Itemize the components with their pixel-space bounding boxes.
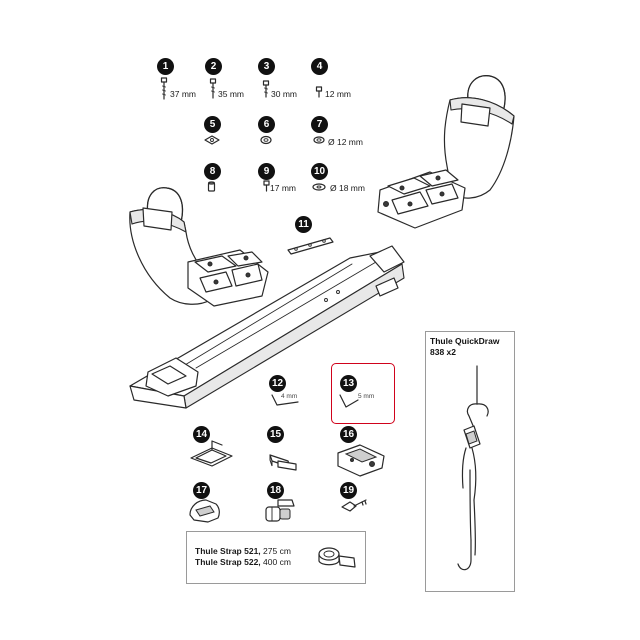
part-badge-1: 1 — [157, 58, 174, 75]
part-badge-14: 14 — [193, 426, 210, 443]
part-label-2: 35 mm — [218, 89, 244, 99]
part-label-10: Ø 18 mm — [330, 183, 365, 193]
part-badge-16: 16 — [340, 426, 357, 443]
part-label-12: 4 mm — [281, 393, 298, 400]
lock-washer-icon — [260, 135, 272, 145]
strap-521-length: 275 cm — [260, 546, 291, 556]
left-cradle-icon — [129, 187, 269, 307]
quickdraw-info-box: Thule QuickDraw 838 x2 — [425, 331, 515, 592]
end-cap-icon — [189, 499, 220, 523]
part-badge-19: 19 — [340, 482, 357, 499]
crossbar-rail-icon — [129, 245, 405, 409]
part-badge-11: 11 — [295, 216, 312, 233]
sleeve-icon — [207, 181, 216, 192]
part-badge-17: 17 — [193, 482, 210, 499]
strap-522-length: 400 cm — [260, 557, 291, 567]
lock-cylinder-icon — [265, 499, 295, 522]
right-cradle-icon — [377, 75, 515, 229]
strap-522-name: Thule Strap 522, — [195, 557, 261, 567]
strap-roll-overlay-icon — [318, 547, 356, 568]
quickdraw-title-line1: Thule QuickDraw — [430, 336, 500, 346]
strap-info-text: Thule Strap 521, 275 cm Thule Strap 522,… — [195, 546, 291, 568]
screw-12mm-icon — [315, 86, 323, 98]
strap-buckle-icon — [190, 440, 233, 467]
part-badge-7: 7 — [311, 116, 328, 133]
hex-key-4mm-icon — [271, 394, 299, 406]
quickdraw-title: Thule QuickDraw 838 x2 — [430, 336, 499, 358]
strap-521-name: Thule Strap 521, — [195, 546, 261, 556]
part-label-7: Ø 12 mm — [328, 137, 363, 147]
screw-37mm-icon — [160, 77, 168, 100]
quickdraw-hook-icon — [457, 365, 489, 571]
strap-info-box: Thule Strap 521, 275 cm Thule Strap 522,… — [186, 531, 366, 584]
part-badge-9: 9 — [258, 163, 275, 180]
bracket-icon — [269, 454, 297, 471]
part-badge-15: 15 — [267, 426, 284, 443]
part-badge-8: 8 — [204, 163, 221, 180]
part-badge-5: 5 — [204, 116, 221, 133]
screw-30mm-icon — [262, 80, 270, 98]
part-badge-18: 18 — [267, 482, 284, 499]
part-label-1: 37 mm — [170, 89, 196, 99]
part-badge-3: 3 — [258, 58, 275, 75]
part-label-13: 5 mm — [358, 393, 375, 400]
part-label-9: 17 mm — [270, 183, 296, 193]
part-label-3: 30 mm — [271, 89, 297, 99]
washer-12mm-icon — [313, 136, 325, 144]
screw-35mm-icon — [209, 78, 217, 99]
quickdraw-title-line2: 838 x2 — [430, 347, 456, 357]
square-nut-icon — [204, 135, 220, 145]
part-badge-4: 4 — [311, 58, 328, 75]
part-badge-13: 13 — [340, 375, 357, 392]
bolt-17mm-icon — [263, 180, 270, 192]
part-badge-12: 12 — [269, 375, 286, 392]
washer-18mm-icon — [312, 183, 326, 191]
clamp-block-icon — [337, 444, 385, 477]
key-icon — [341, 499, 367, 512]
highlight-box — [331, 363, 395, 424]
part-badge-10: 10 — [311, 163, 328, 180]
mounting-plate-icon — [287, 237, 334, 255]
part-label-4: 12 mm — [325, 89, 351, 99]
hex-key-5mm-icon — [339, 394, 359, 408]
part-badge-2: 2 — [205, 58, 222, 75]
part-badge-6: 6 — [258, 116, 275, 133]
